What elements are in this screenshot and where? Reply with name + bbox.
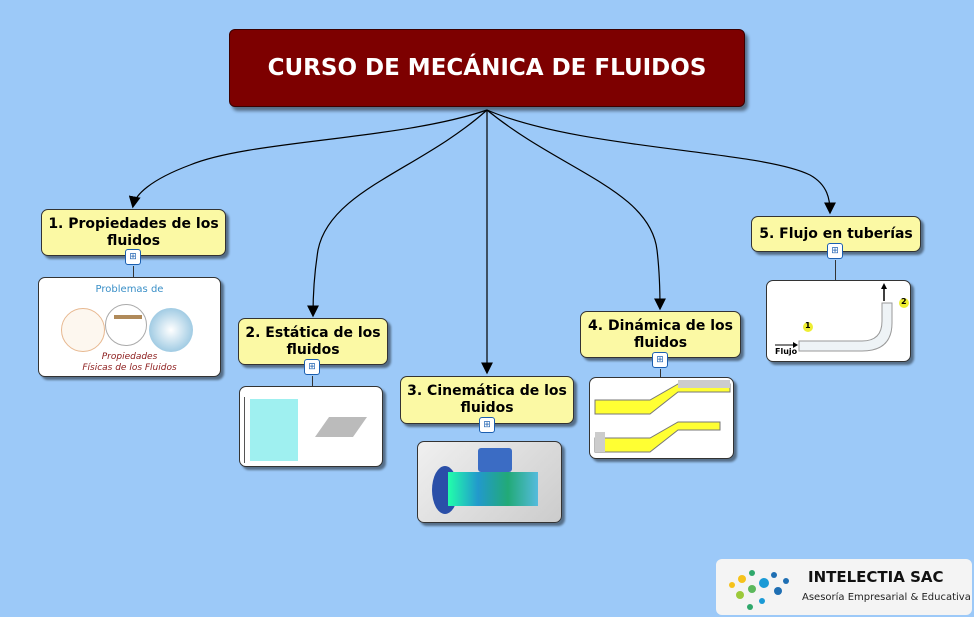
- arrow-to-node-2: [307, 109, 488, 318]
- topic-5-image: Flujo 1 2: [766, 280, 911, 362]
- subtopic-icon[interactable]: ⊞: [479, 417, 495, 433]
- topic-node-2[interactable]: 2. Estática de los fluidos: [238, 318, 388, 365]
- topic-2-image: [239, 386, 383, 467]
- point-1-label: 1: [805, 321, 811, 330]
- arrow-to-node-5: [486, 109, 836, 215]
- subtopic-icon[interactable]: ⊞: [304, 359, 320, 375]
- arrow-to-node-1: [128, 109, 488, 209]
- image-caption: Físicas de los Fluidos: [82, 363, 177, 373]
- network-logo-icon: [729, 570, 789, 610]
- topic-4-image: [589, 377, 734, 459]
- logo-tagline: Asesoría Empresarial & Educativa: [802, 592, 971, 603]
- main-title: CURSO DE MECÁNICA DE FLUIDOS: [229, 29, 745, 107]
- subtopic-icon[interactable]: ⊞: [652, 352, 668, 368]
- company-logo: INTELECTIA SAC Asesoría Empresarial & Ed…: [716, 559, 972, 615]
- topic-node-5[interactable]: 5. Flujo en tuberías: [751, 216, 921, 252]
- topic-3-image: [417, 441, 562, 523]
- logo-name: INTELECTIA SAC: [808, 568, 944, 586]
- topic-node-1[interactable]: 1. Propiedades de los fluidos: [41, 209, 226, 256]
- topic-1-image: Problemas de Propiedades Físicas de los …: [38, 277, 221, 377]
- image-caption: Propiedades: [101, 352, 158, 362]
- subtopic-icon[interactable]: ⊞: [125, 249, 141, 265]
- flow-label: Flujo: [775, 347, 798, 356]
- point-2-label: 2: [901, 297, 907, 306]
- image-caption: Problemas de: [95, 284, 164, 295]
- topic-node-4[interactable]: 4. Dinámica de los fluidos: [580, 311, 741, 358]
- arrow-to-node-4: [486, 109, 666, 311]
- subtopic-icon[interactable]: ⊞: [827, 243, 843, 259]
